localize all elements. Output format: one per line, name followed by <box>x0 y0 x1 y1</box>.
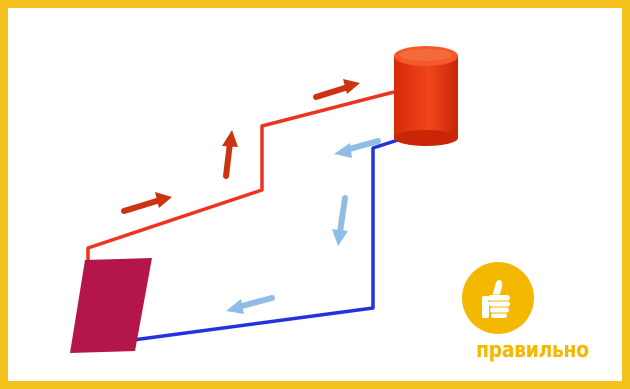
solar-collector <box>70 258 152 353</box>
hot-flow-arrow <box>313 79 360 100</box>
hot-flow-arrow <box>121 192 172 214</box>
verdict-label: правильно <box>476 338 589 363</box>
approval-badge <box>462 262 534 334</box>
cold-flow-arrow <box>334 138 381 158</box>
hot-water-pipe <box>86 90 395 262</box>
cold-flow-arrow <box>226 295 275 314</box>
hot-flow-arrow <box>222 130 238 179</box>
cold-water-pipe <box>132 138 399 342</box>
cold-flow-arrow <box>332 195 348 246</box>
storage-tank <box>394 46 458 146</box>
thumbs-up-icon <box>482 279 510 318</box>
